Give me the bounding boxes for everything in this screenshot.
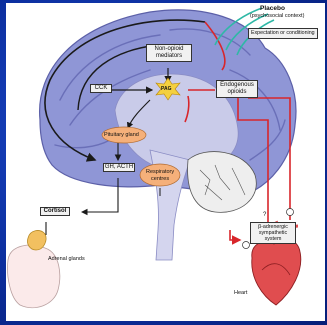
respiratory-label: Respiratory centres xyxy=(146,169,174,182)
adrenal-label: Adrenal glands xyxy=(48,256,85,263)
endogenous-opioids-box: Endogenous opioids xyxy=(216,80,258,98)
marker-circle-right xyxy=(287,209,294,216)
non-opioid-line1: Non-opioid xyxy=(147,46,191,53)
non-opioid-line2: mediators xyxy=(147,53,191,60)
placebo-subtitle: (psychosocial context) xyxy=(250,13,304,20)
cortisol-box: Cortisol xyxy=(40,207,70,216)
gh-acth-box: GH, ACTH xyxy=(103,163,135,172)
non-opioid-box: Non-opioid mediators xyxy=(146,44,192,62)
qmark-label: ? xyxy=(263,212,266,219)
beta-adrenergic-box: β-adrenergic sympathetic system xyxy=(250,222,296,244)
pituitary-label: Pituitary gland xyxy=(104,132,139,139)
placebo-title: Placebo xyxy=(260,6,285,13)
adrenal-kidney-icon xyxy=(8,231,60,308)
cck-box: CCK xyxy=(90,84,112,93)
heart-label: Heart xyxy=(234,290,247,297)
marker-circle-left xyxy=(243,242,250,249)
respiratory-line1: Respiratory xyxy=(146,169,174,176)
respiratory-line2: centres xyxy=(146,176,174,183)
endogenous-line1: Endogenous xyxy=(217,82,257,89)
beta-line3: system xyxy=(251,236,295,242)
endogenous-line2: opioids xyxy=(217,89,257,96)
pag-label: PAG xyxy=(161,86,171,93)
expectation-box: Expectation or conditioning xyxy=(248,28,318,39)
